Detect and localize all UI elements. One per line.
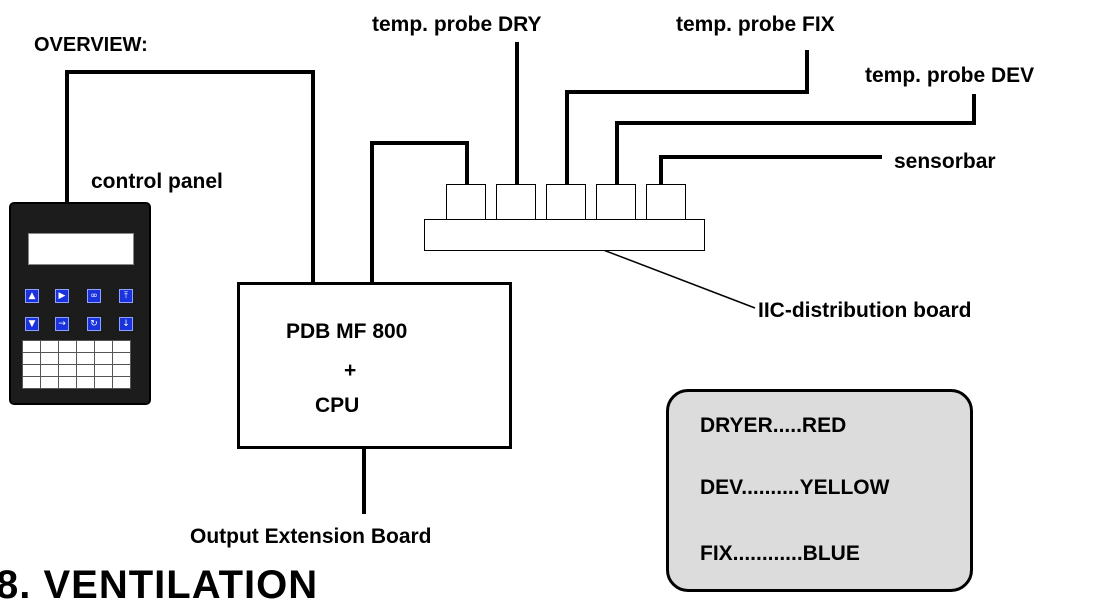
probe-dev-label: temp. probe DEV — [865, 64, 1035, 87]
legend-item-dryer: DRYER.....RED — [700, 414, 847, 437]
control-panel: ▲ ▶ ∞ ⤒ ▼ → ↻ ↓ — [9, 202, 151, 405]
connector-2 — [496, 184, 536, 220]
panel-key-up-icon[interactable]: ▲ — [25, 289, 39, 303]
connector-1 — [446, 184, 486, 220]
panel-key-loop-icon[interactable]: ↻ — [87, 317, 101, 331]
connector-3 — [546, 184, 586, 220]
wiring-diagram — [65, 42, 976, 514]
panel-key-link-icon[interactable]: ∞ — [87, 289, 101, 303]
connector-4 — [596, 184, 636, 220]
wire-probe-dev — [615, 94, 976, 184]
output-board-label: Output Extension Board — [190, 525, 432, 548]
connector-5 — [646, 184, 686, 220]
cpu-line-cpu: CPU — [315, 394, 360, 417]
panel-key-down-icon[interactable]: ▼ — [25, 317, 39, 331]
wire-cpu-connector — [370, 141, 469, 282]
panel-keypad-grid — [22, 340, 131, 389]
color-legend: DRYER.....RED DEV..........YELLOW FIX...… — [666, 389, 973, 592]
wire-panel-cpu — [65, 70, 315, 282]
probe-dry-label: temp. probe DRY — [372, 13, 542, 36]
legend-item-fix: FIX............BLUE — [700, 542, 860, 565]
cpu-line-plus: + — [344, 359, 357, 382]
section-heading: 8. VENTILATION — [0, 563, 319, 607]
overview-title: OVERVIEW: — [34, 34, 148, 56]
probe-fix-label: temp. probe FIX — [676, 13, 835, 36]
wire-probe-fix — [565, 50, 809, 184]
cpu-line-model: PDB MF 800 — [286, 320, 408, 343]
sensorbar-label: sensorbar — [894, 150, 996, 173]
panel-key-right-icon[interactable]: → — [55, 317, 69, 331]
wire-sensorbar — [659, 155, 882, 184]
panel-key-down-arrow-icon[interactable]: ↓ — [119, 317, 133, 331]
panel-key-play-icon[interactable]: ▶ — [55, 289, 69, 303]
distribution-board-label: IIC-distribution board — [758, 299, 972, 322]
legend-item-dev: DEV..........YELLOW — [700, 476, 890, 499]
distribution-board — [424, 219, 705, 251]
panel-display — [28, 233, 134, 265]
control-panel-label: control panel — [91, 170, 223, 193]
panel-key-top-icon[interactable]: ⤒ — [119, 289, 133, 303]
cpu-box: PDB MF 800 + CPU — [237, 282, 512, 449]
